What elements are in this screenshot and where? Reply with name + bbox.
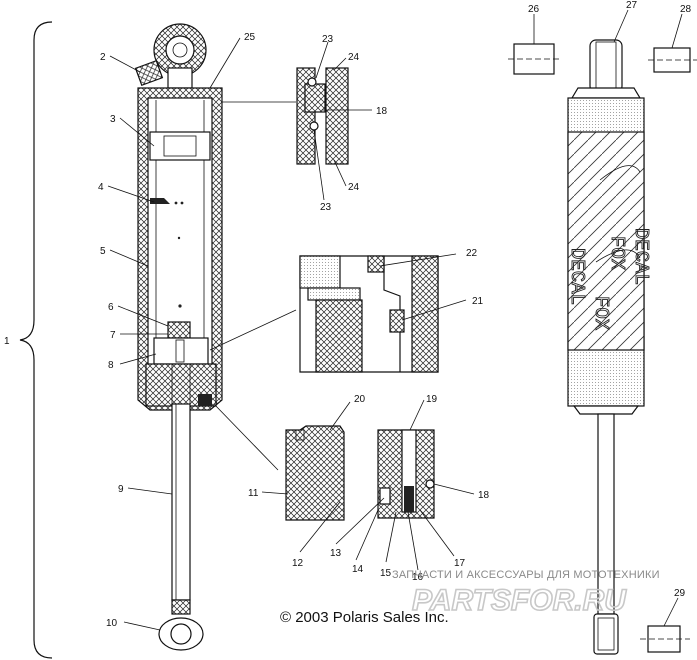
- callout-19: 19: [426, 394, 438, 405]
- callout-8: 8: [108, 360, 114, 371]
- floating-piston: [149, 131, 211, 161]
- callout-27: 27: [626, 0, 638, 11]
- callout-18b: 18: [478, 490, 490, 501]
- callout-1: 1: [4, 336, 10, 347]
- callout-20: 20: [354, 394, 366, 405]
- callout-22: 22: [466, 248, 478, 259]
- watermark-caption: ЗАПЧАСТИ И АКСЕССУАРЫ ДЛЯ МОТОТЕХНИКИ: [392, 569, 660, 581]
- callout-23b: 23: [320, 202, 332, 213]
- shock-cross-section: [134, 23, 223, 651]
- decal-text-1: FOX: [606, 236, 628, 271]
- callout-6: 6: [108, 302, 114, 313]
- bushing-29: [640, 625, 690, 653]
- watermark-logo: PARTSFOR.RU: [412, 584, 627, 617]
- assembly-bracket: [19, 21, 53, 659]
- callout-18a: 18: [376, 106, 388, 117]
- callout-7: 7: [110, 330, 116, 341]
- shock-exterior-view: FOX DECAL DECAL FOX: [508, 39, 697, 655]
- callout-24b: 24: [348, 182, 360, 193]
- decal-text-4: FOX: [590, 296, 612, 331]
- callout-9: 9: [118, 484, 124, 495]
- callout-23a: 23: [322, 34, 334, 45]
- copyright-notice: © 2003 Polaris Sales Inc.: [280, 609, 449, 626]
- detail-shaft-seal: [213, 403, 435, 521]
- seal-head: [153, 337, 209, 365]
- decal-text-2: DECAL: [630, 228, 652, 285]
- shaft: [171, 403, 191, 601]
- callout-2: 2: [100, 52, 106, 63]
- callout-24a: 24: [348, 52, 360, 63]
- callout-4: 4: [98, 182, 104, 193]
- callout-29: 29: [674, 588, 686, 599]
- callout-15: 15: [380, 568, 392, 579]
- air-valve: [134, 60, 164, 86]
- callout-3: 3: [110, 114, 116, 125]
- callout-25: 25: [244, 32, 256, 43]
- callout-16: 16: [412, 572, 424, 583]
- detail-seal-top: [222, 67, 349, 165]
- callout-10: 10: [106, 618, 118, 629]
- watermark: ЗАПЧАСТИ И АКСЕССУАРЫ ДЛЯ МОТОТЕХНИКИ PA…: [392, 569, 660, 618]
- callout-28: 28: [680, 4, 692, 15]
- piston: [150, 198, 170, 204]
- detail-seal-head: [209, 255, 439, 373]
- leader-lines: [107, 9, 683, 631]
- decal-text-3: DECAL: [566, 248, 588, 305]
- shaft-nut: [167, 321, 191, 339]
- callout-5: 5: [100, 246, 106, 257]
- fox-decal: [567, 131, 645, 351]
- callout-17: 17: [454, 558, 466, 569]
- bushing-26: [508, 43, 560, 75]
- callout-labels: 1 2 3 4 5 6 7 8 9 10 11 12 13 14 15 16 1…: [4, 0, 692, 629]
- callout-26: 26: [528, 4, 540, 15]
- bushing-28: [648, 47, 697, 73]
- callout-14: 14: [352, 564, 364, 575]
- callout-12: 12: [292, 558, 304, 569]
- callout-11: 11: [248, 488, 259, 499]
- callout-21: 21: [472, 296, 484, 307]
- callout-13: 13: [330, 548, 342, 559]
